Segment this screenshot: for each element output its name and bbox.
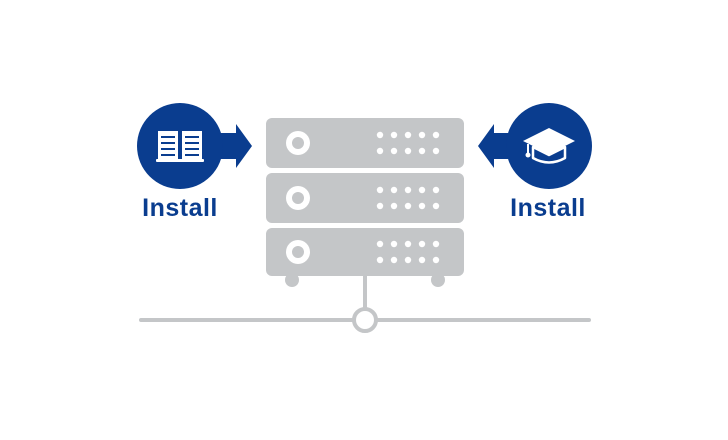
left-node-circle [137, 103, 223, 189]
left-install-node [137, 103, 252, 189]
server-unit [266, 228, 464, 276]
arrow-right-icon [215, 124, 252, 168]
arrow-left-icon [478, 124, 515, 168]
server-foot-left [285, 273, 299, 287]
server-unit [266, 173, 464, 223]
server-unit [266, 118, 464, 168]
server-led-grid [376, 240, 440, 264]
server-led-grid [376, 186, 440, 210]
network-bus [139, 272, 591, 333]
graduation-cap-icon [523, 128, 575, 164]
right-install-label: Install [510, 194, 586, 222]
open-book-icon [156, 131, 204, 162]
network-node-icon [352, 307, 378, 333]
right-install-node [478, 103, 592, 189]
server-led-grid [376, 131, 440, 155]
server-foot-right [431, 273, 445, 287]
left-install-label: Install [142, 194, 218, 222]
server-rack-icon [266, 118, 464, 287]
